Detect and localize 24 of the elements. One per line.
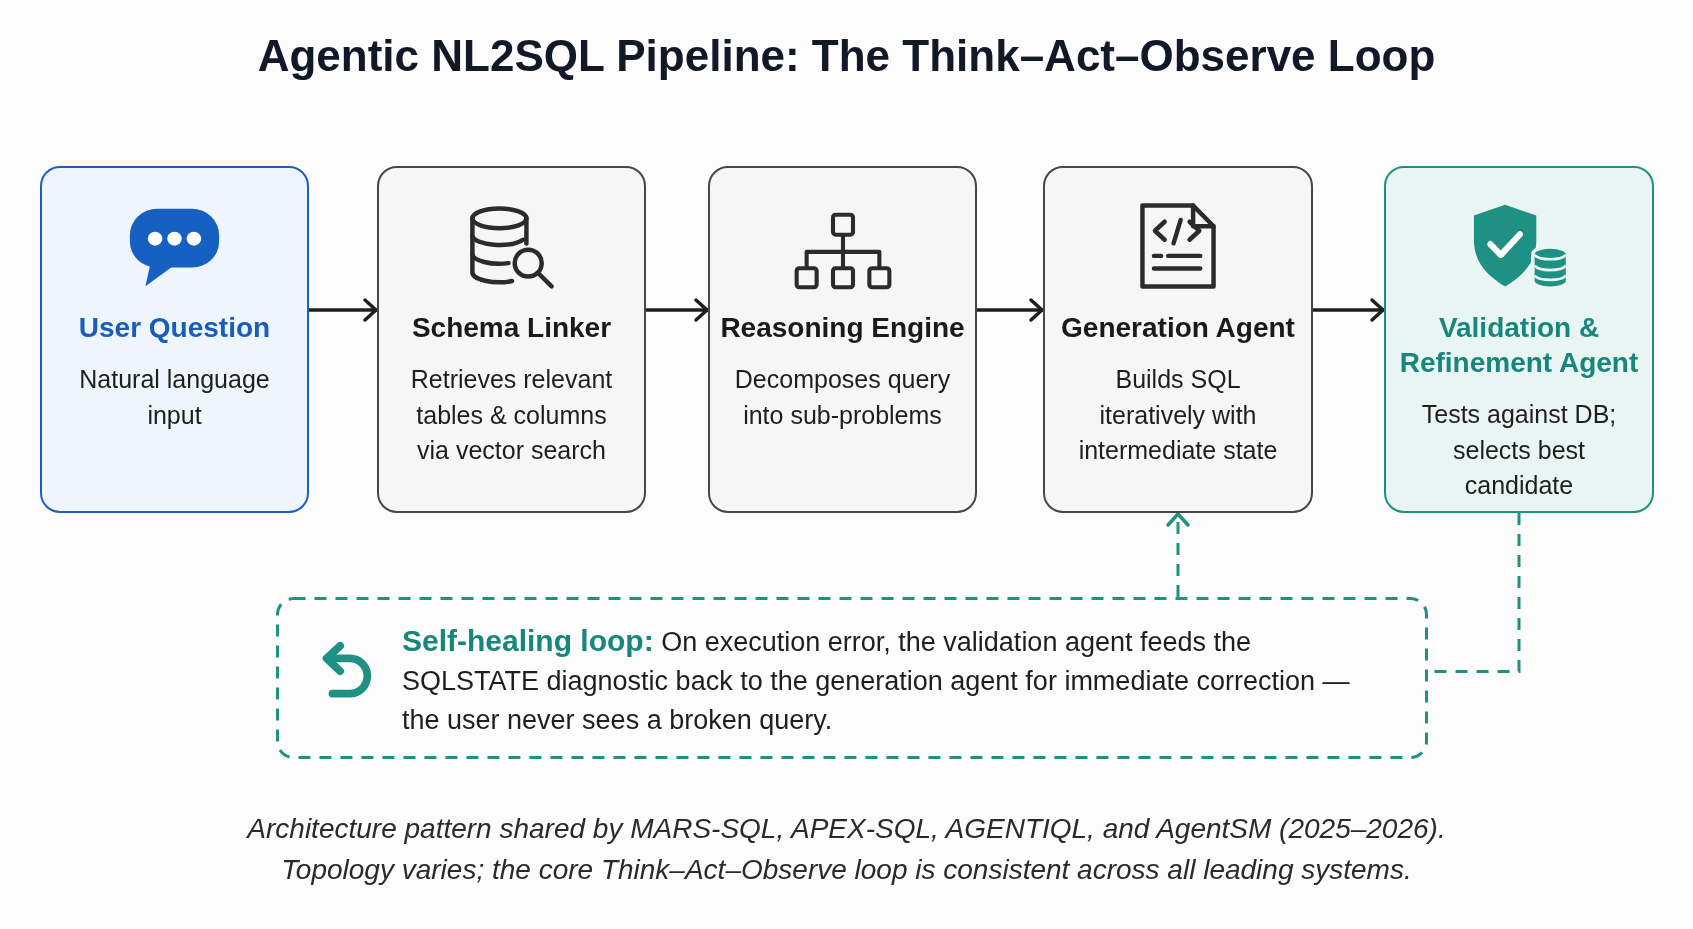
node-title: Reasoning Engine [720, 311, 965, 345]
arrow [977, 298, 1044, 322]
node-description: Retrieves relevant tables & columns via vector search [409, 364, 614, 466]
process-box [377, 166, 646, 513]
node-description: Tests against DB; selects best candidate [1420, 399, 1618, 501]
note-text: Self-healing loop: On execution error, the validation agent feeds the SQLSTATE diagnostic back to the generation agent for immediate correction — the user never sees a broken query. [402, 623, 1351, 737]
node-description: Natural language input [78, 364, 271, 431]
process-box [1384, 166, 1654, 513]
diagram-title: Agentic NL2SQL Pipeline: The Think–Act–Observe Loop [257, 30, 1436, 82]
node-description: Decomposes query into sub-problems [733, 364, 952, 431]
process-box [708, 166, 977, 513]
node-title: Generation Agent [1061, 311, 1295, 345]
node-title: Schema Linker [411, 311, 612, 345]
arrow [1313, 298, 1385, 322]
node-title: User Question [78, 311, 271, 345]
dashed-note-box [276, 597, 1428, 759]
arrow [309, 298, 378, 322]
node-title: Validation & Refinement Agent [1398, 311, 1640, 380]
process-box [40, 166, 309, 513]
node-description: Builds SQL iteratively with intermediate state [1077, 364, 1279, 466]
dashed-arrow [1166, 512, 1190, 597]
process-box [1043, 166, 1313, 513]
caption: Architecture pattern shared by MARS-SQL, APEX-SQL, AGENTIQL, and AgentSM (2025–2026). Topology varies; the core Think–Act–Observe loop is consistent across all leading systems. [245, 812, 1447, 887]
arrow [646, 298, 709, 322]
